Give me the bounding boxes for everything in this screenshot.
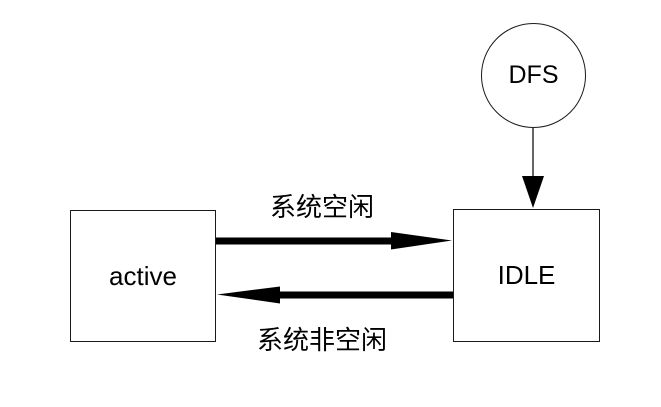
node-idle-label: IDLE bbox=[497, 260, 556, 290]
edge-label-system-not-idle: 系统非空闲 bbox=[256, 325, 387, 355]
node-active-label: active bbox=[109, 260, 177, 291]
node-idle: IDLE bbox=[453, 209, 600, 342]
edge-label-system-idle: 系统空闲 bbox=[269, 192, 374, 222]
node-dfs-label: DFS bbox=[508, 61, 559, 89]
arrow-dfs-to-idle bbox=[522, 128, 544, 208]
node-dfs: DFS bbox=[481, 23, 586, 128]
arrow-idle-to-active bbox=[217, 286, 453, 304]
node-active: active bbox=[70, 210, 216, 342]
arrow-active-to-idle bbox=[216, 232, 452, 250]
